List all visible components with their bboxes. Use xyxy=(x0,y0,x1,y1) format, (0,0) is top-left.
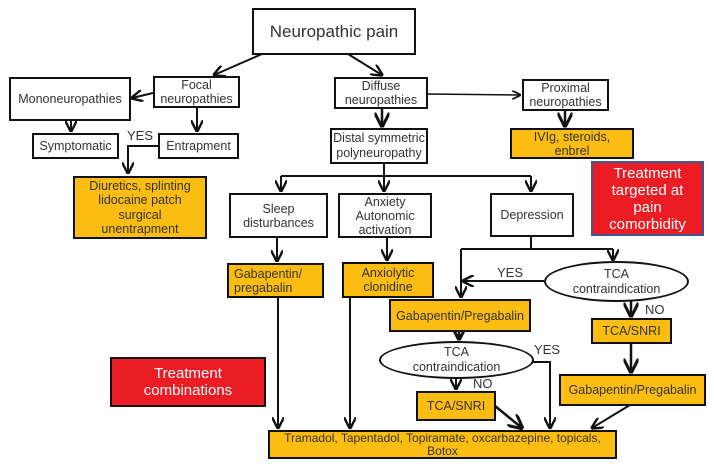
node-label: Distal symmetric polyneuropathy xyxy=(333,131,425,160)
callout-label: Treatment combinations xyxy=(143,365,233,399)
callout-treatment-targeted-comorbidity: Treatment targeted at pain comorbidity xyxy=(591,161,704,236)
arrow-tcasnri-lower-to-final xyxy=(494,405,522,428)
node-label: Gabapentin/ pregabalin xyxy=(234,266,303,295)
arrow-focal-to-mono xyxy=(132,93,154,98)
node-anxiety-treatment: Anxiolytic clonidine xyxy=(342,262,434,298)
node-entrapment: Entrapment xyxy=(158,133,239,159)
arrow-diffuse-to-proximal xyxy=(426,94,520,95)
node-final-treatment: Tramadol, Tapentadol, Topiramate, oxcarb… xyxy=(268,430,617,459)
node-focal-neuropathies: Focal neuropathies xyxy=(153,76,240,108)
arrow-root-to-diffuse xyxy=(347,53,382,75)
label-tca-upper-yes: YES xyxy=(497,265,524,280)
label-tca-lower-no: NO xyxy=(473,376,493,391)
arrow-tca-lower-yes xyxy=(533,361,550,428)
node-proximal-treatment: IVIg, steroids, enbrel xyxy=(510,128,634,159)
node-label: Symptomatic xyxy=(39,139,112,153)
node-anxiety: Anxiety Autonomic activation xyxy=(338,193,432,238)
node-label: Proximal neuropathies xyxy=(529,81,602,109)
node-label: Neuropathic pain xyxy=(269,21,399,41)
node-label: Diuretics, splinting lidocaine patch sur… xyxy=(89,178,191,237)
node-depression: Depression xyxy=(490,193,574,237)
node-gabapentin-mid: Gabapentin/Pregabalin xyxy=(389,299,531,332)
node-label: IVIg, steroids, enbrel xyxy=(533,129,611,158)
node-label: Gabapentin/Pregabalin xyxy=(396,308,524,323)
node-symptomatic: Symptomatic xyxy=(32,133,119,159)
label-tca-lower-yes: YES xyxy=(534,342,561,357)
node-label: Diffuse neuropathies xyxy=(344,79,418,107)
label-tca-upper-no: NO xyxy=(645,302,665,317)
node-label: Anxiety Autonomic activation xyxy=(355,194,415,237)
node-tca-snri-lower: TCA/SNRI xyxy=(416,391,496,421)
node-sleep-treatment: Gabapentin/ pregabalin xyxy=(227,263,324,298)
node-label: Depression xyxy=(500,208,564,222)
node-gabapentin-right: Gabapentin/Pregabalin xyxy=(559,374,706,406)
label-entrapment-yes: YES xyxy=(127,128,154,143)
decision-tca-contraindication-upper: TCA contraindication xyxy=(544,261,689,302)
node-distal-symmetric: Distal symmetric polyneuropathy xyxy=(330,128,428,164)
decision-tca-contraindication-lower: TCA contraindication xyxy=(379,341,534,379)
node-label: TCA/SNRI xyxy=(602,324,661,338)
node-tca-snri-right: TCA/SNRI xyxy=(591,318,672,344)
arrow-entrapment-to-diuretics xyxy=(128,145,158,173)
node-sleep-disturbances: Sleep disturbances xyxy=(229,193,328,238)
node-mononeuropathies: Mononeuropathies xyxy=(9,77,131,121)
node-label: Gabapentin/Pregabalin xyxy=(568,383,697,397)
node-label: Focal neuropathies xyxy=(160,78,233,106)
node-diffuse-neuropathies: Diffuse neuropathies xyxy=(334,77,428,109)
arrow-root-to-focal xyxy=(214,53,263,75)
callout-label: Treatment targeted at pain comorbidity xyxy=(609,164,686,233)
decision-label: TCA contraindication xyxy=(412,345,501,374)
node-label: Anxiolytic clonidine xyxy=(361,266,415,294)
decision-label: TCA contraindication xyxy=(572,266,661,296)
node-entrapment-treatment: Diuretics, splinting lidocaine patch sur… xyxy=(73,176,207,239)
node-label: Tramadol, Tapentadol, Topiramate, oxcarb… xyxy=(284,430,601,458)
node-label: Sleep disturbances xyxy=(243,201,314,230)
arrow-gaba-right-to-final xyxy=(592,404,631,428)
node-label: Entrapment xyxy=(166,139,231,153)
node-neuropathic-pain: Neuropathic pain xyxy=(252,8,416,55)
callout-treatment-combinations: Treatment combinations xyxy=(110,357,266,407)
node-label: TCA/SNRI xyxy=(426,399,486,413)
node-label: Mononeuropathies xyxy=(18,92,122,106)
node-proximal-neuropathies: Proximal neuropathies xyxy=(522,79,609,111)
